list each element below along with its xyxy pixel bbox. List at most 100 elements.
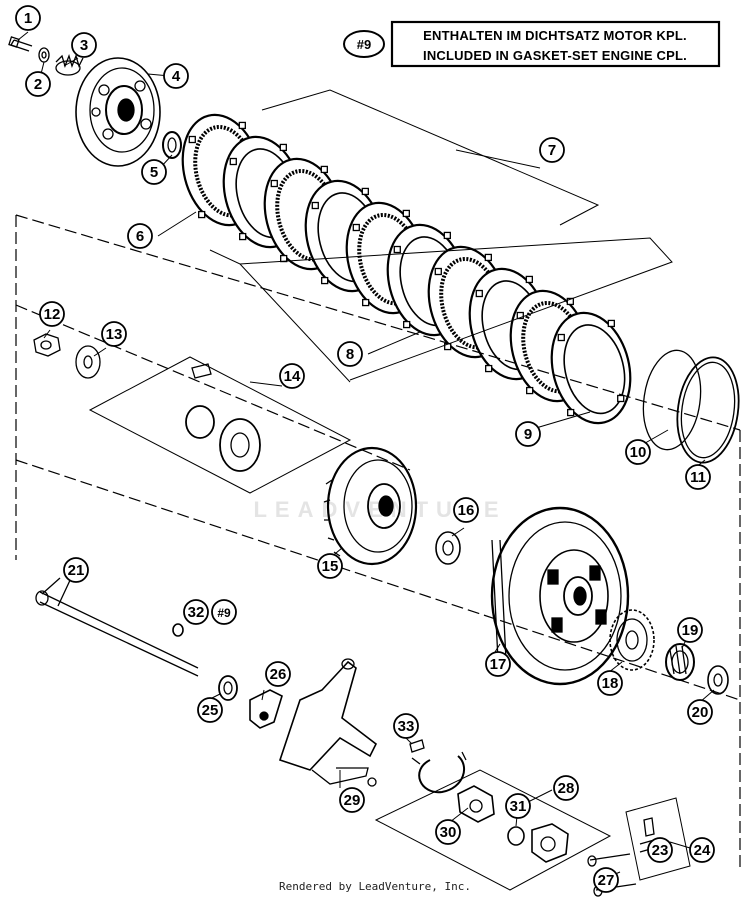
clutch-plate-tab: [443, 231, 451, 240]
clutch-plate-tab: [434, 267, 442, 276]
callout-circle-6: [127, 223, 153, 249]
callout-number-28: 28: [558, 780, 575, 797]
notice-line-2: INCLUDED IN GASKET-SET ENGINE CPL.: [423, 48, 687, 63]
callout-number-17: 17: [490, 656, 507, 673]
callout-circle-25: [197, 697, 223, 723]
clutch-plate-stack: [181, 113, 632, 425]
washer-16-part: [435, 531, 461, 565]
clutch-plate-tab: [485, 364, 493, 373]
release-lever-part: [249, 689, 283, 729]
callout-circle-32: [183, 599, 209, 625]
callout-number-16: 16: [458, 502, 475, 519]
callout-circle-13: [101, 321, 127, 347]
bearing-part: [162, 131, 182, 159]
callout-circle-23: [647, 837, 673, 863]
callout-number-10: 10: [630, 444, 647, 461]
callout-circle-5: [141, 159, 167, 185]
callout-circle-7: [539, 137, 565, 163]
callout-circle-20: [687, 699, 713, 725]
callout-circle-26: [265, 661, 291, 687]
callout-circle-15: [317, 553, 343, 579]
washer-20-part: [707, 665, 729, 695]
dashed-guide-lines: [15, 214, 741, 870]
pin-part: [409, 739, 425, 753]
clutch-plate-tab: [393, 245, 401, 254]
callout-circle-9: [515, 421, 541, 447]
clutch-plate-tab: [475, 289, 483, 298]
callout-circle-2: [25, 71, 51, 97]
callout-circle-11: [685, 464, 711, 490]
callout-number-12: 12: [44, 306, 61, 323]
clutch-plate-tab: [362, 298, 370, 307]
callout-number-6: 6: [136, 228, 144, 245]
clutch-plate-tab: [566, 297, 574, 306]
slave-cylinder-kit-frame: [374, 769, 612, 891]
callout-number-15: 15: [322, 558, 339, 575]
clutch-plate-tab: [567, 408, 575, 417]
callout-number-23: 23: [652, 842, 669, 859]
clutch-plate-tab: [403, 320, 411, 329]
outer-clutch-basket-part: [490, 506, 630, 686]
callout-number-3: 3: [80, 37, 88, 54]
thrust-washer-part: [75, 345, 101, 379]
callout-number-14: 14: [284, 368, 301, 385]
callout-number-13: 13: [106, 326, 123, 343]
clutch-plate-tab: [484, 253, 492, 262]
clutch-plate-tab: [238, 121, 246, 130]
clutch-plate-tab: [279, 143, 287, 152]
callout-circle-28: [553, 775, 579, 801]
clutch-plate-tab: [617, 394, 625, 403]
clutch-plate-tab: [239, 232, 247, 241]
damper-kit-frame: [88, 356, 352, 494]
callout-circle-19: [677, 617, 703, 643]
sprocket-part: [609, 609, 655, 671]
washer-part: [38, 47, 50, 63]
callout-circle-14: [279, 363, 305, 389]
callout-circle-18: [597, 670, 623, 696]
leader-lines: [17, 31, 715, 879]
callout-number-19: 19: [682, 622, 699, 639]
notice-ref: #9: [357, 37, 371, 52]
callout-circle-24: [689, 837, 715, 863]
clutch-plate-tab: [198, 210, 206, 219]
callout-number-32: 32: [188, 604, 205, 621]
needle-bearing-part: [665, 643, 695, 681]
callout-circle-4: [163, 63, 189, 89]
circlip-part: [411, 751, 467, 794]
callout-number-2: 2: [34, 76, 42, 93]
clutch-plate-tab: [402, 209, 410, 218]
callout-circle-17: [485, 651, 511, 677]
callout-number-1: 1: [24, 10, 32, 27]
callout-circle-10: [625, 439, 651, 465]
callout-number-31: 31: [510, 798, 527, 815]
inner-clutch-hub-part: [323, 446, 418, 566]
clutch-plate-tab: [557, 333, 565, 342]
clutch-plate-tab: [270, 179, 278, 188]
callout-number-8: 8: [346, 346, 354, 363]
callout-circle-21: [63, 557, 89, 583]
plate-group-lines: [209, 89, 673, 383]
clutch-plate-outer: [550, 311, 632, 425]
clutch-plate-tab: [321, 276, 329, 285]
callout-number-24: 24: [694, 842, 711, 859]
clutch-plate-tab: [525, 275, 533, 284]
clutch-plate-tab: [361, 187, 369, 196]
notice-line-1: ENTHALTEN IM DICHTSATZ MOTOR KPL.: [423, 28, 687, 43]
slave-cylinder-parts: [457, 785, 569, 863]
clutch-plate-inner: [563, 324, 626, 415]
callout-circle-16: [453, 497, 479, 523]
clutch-plate-tab: [526, 386, 534, 395]
seal-ring-part: [172, 623, 184, 637]
clutch-plate-tab: [229, 157, 237, 166]
callout-circle-3: [71, 32, 97, 58]
callout-circle-1: [15, 5, 41, 31]
callout-ref-number: #9: [217, 606, 231, 620]
footer-credit: Rendered by LeadVenture, Inc.: [278, 880, 472, 893]
clutch-plate-tab: [320, 165, 328, 174]
callout-circle-12: [39, 301, 65, 327]
nut-part: [33, 333, 61, 357]
callout-number-5: 5: [150, 164, 158, 181]
clutch-plate-tab: [607, 319, 615, 328]
